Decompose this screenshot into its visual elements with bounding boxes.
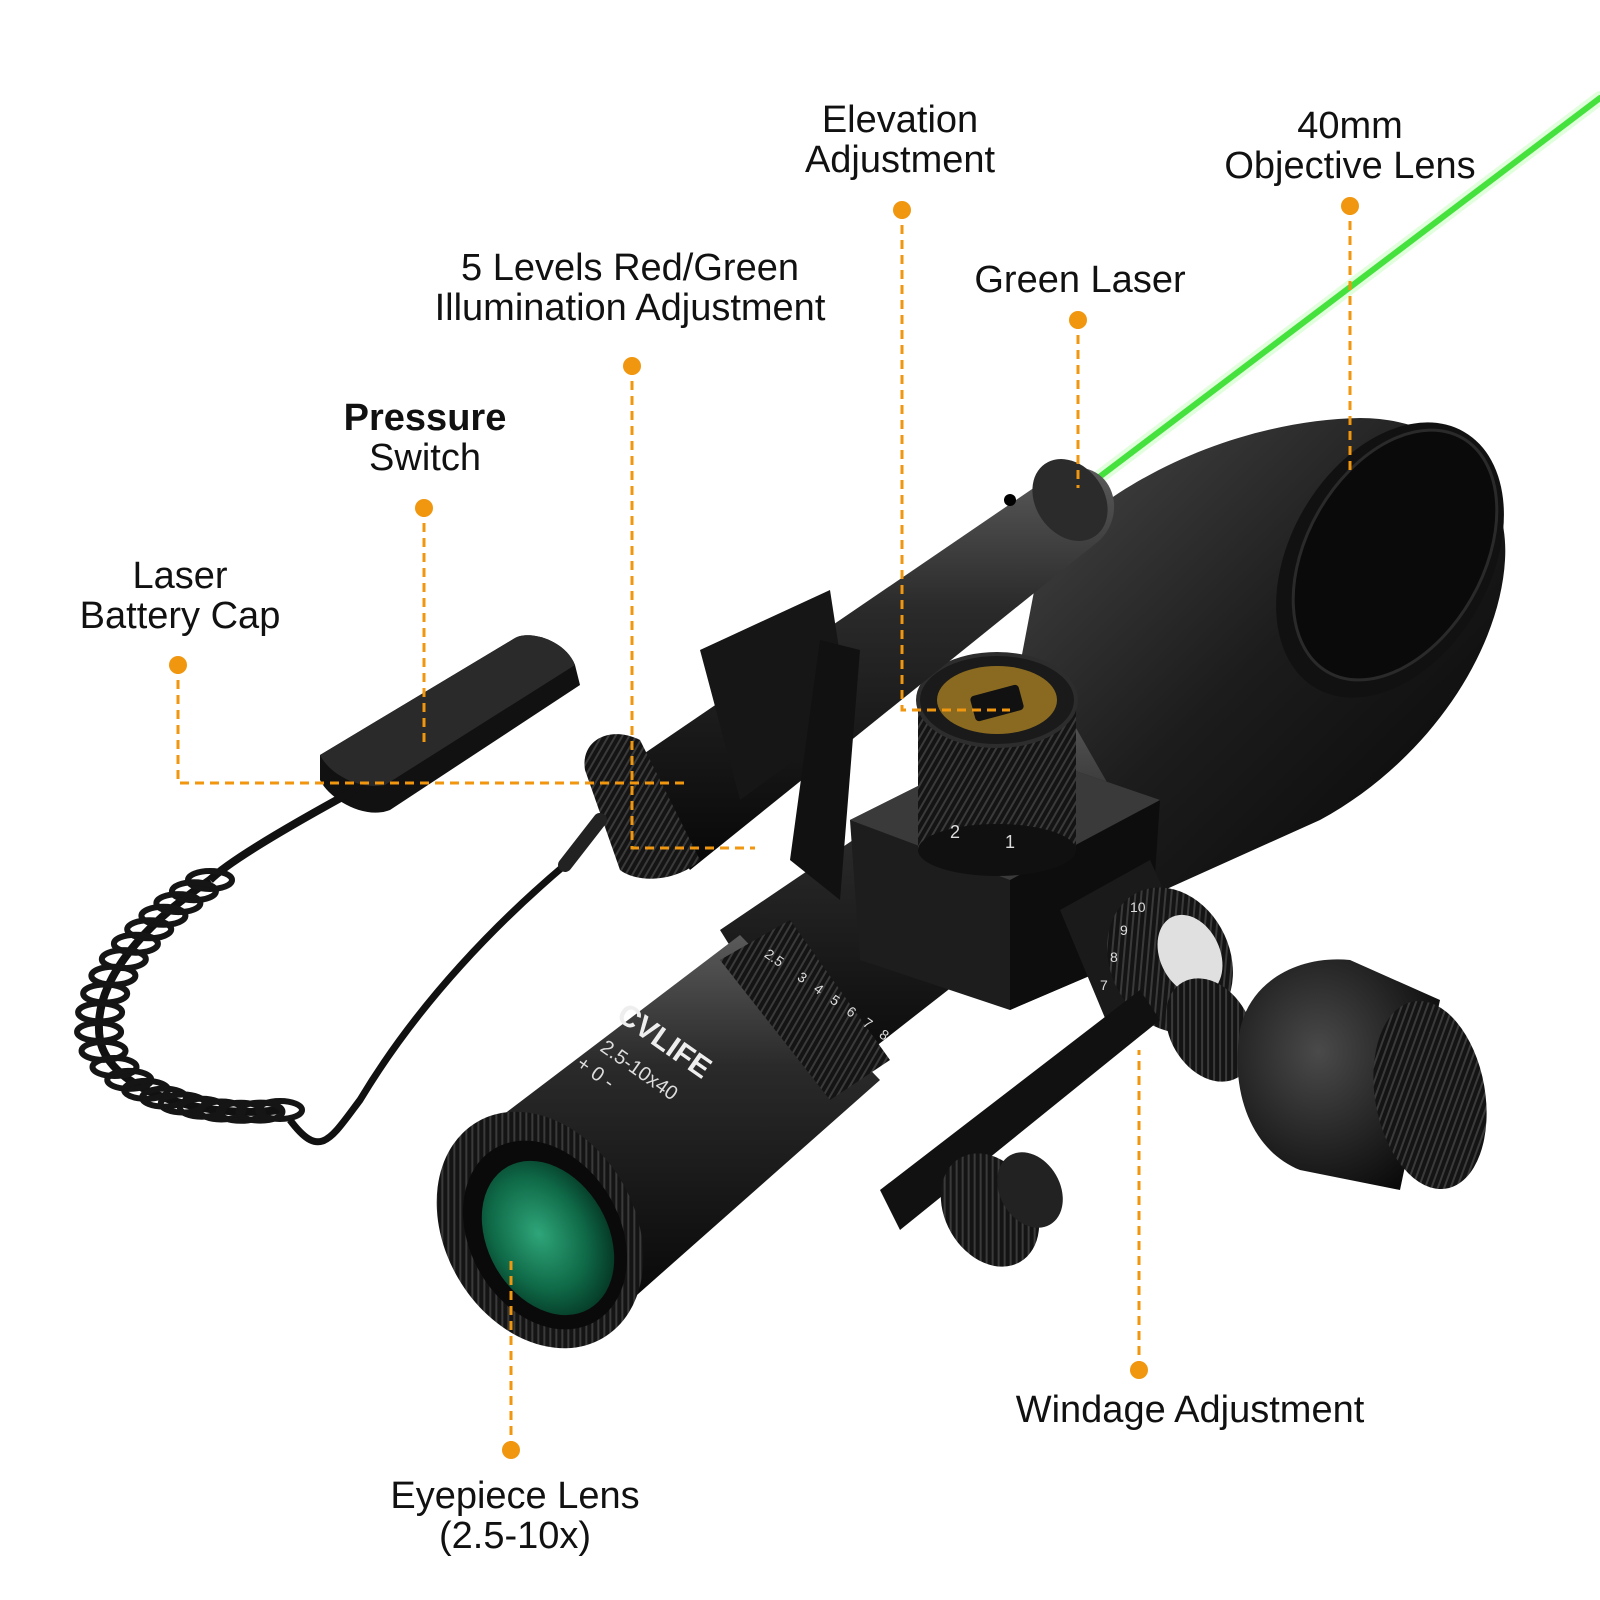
label-objective: 40mm Objective Lens [1200,106,1500,186]
label-green-laser: Green Laser [960,260,1200,300]
label-illumination: 5 Levels Red/Green Illumination Adjustme… [400,248,860,328]
dot-windage [1130,1361,1148,1379]
dot-pressure-switch [415,499,433,517]
label-eyepiece: Eyepiece Lens (2.5-10x) [370,1476,660,1556]
label-illumination-line2: Illumination Adjustment [434,287,826,329]
label-battery-cap-line2: Battery Cap [79,595,281,637]
dot-illumination [623,357,641,375]
lens-cap [1237,959,1487,1190]
dot-elevation [893,201,911,219]
label-green-laser-line1: Green Laser [974,259,1186,301]
cable-coil [215,1099,266,1124]
turret-tick: 1 [1005,832,1015,852]
dot-battery-cap [169,656,187,674]
label-elevation: Elevation Adjustment [780,100,1020,180]
coiled-cable [74,786,607,1146]
windage-tick: 10 [1130,899,1146,915]
label-windage-line1: Windage Adjustment [1015,1389,1365,1431]
label-pressure-switch-line2: Switch [369,437,481,479]
label-elevation-line2: Adjustment [804,139,996,181]
label-windage: Windage Adjustment [990,1390,1390,1430]
label-battery-cap-line1: Laser [132,555,228,597]
label-battery-cap: Laser Battery Cap [60,556,300,636]
label-elevation-line1: Elevation [821,99,979,141]
cable-coil [255,1098,305,1122]
label-pressure-switch: Pressure Switch [330,398,520,478]
windage-tick: 7 [1100,977,1108,993]
dot-green-laser [1069,311,1087,329]
cable-coil [168,879,219,904]
label-illumination-line1: 5 Levels Red/Green [461,247,799,289]
label-pressure-switch-line1: Pressure [343,397,507,439]
rail-mount [880,978,1255,1267]
label-eyepiece-line2: (2.5-10x) [438,1515,592,1557]
eyepiece: CVLIFE 2.5-10x40 + 0 - 2.5 3 4 5 6 7 8 [436,920,892,1349]
windage-tick: 8 [1110,949,1118,965]
label-objective-line1: 40mm [1297,105,1403,147]
leader-elevation [900,210,1010,712]
turret-tick: 2 [950,822,960,842]
dot-objective [1341,197,1359,215]
elevation-turret: 2 1 [916,652,1078,876]
dot-eyepiece [502,1441,520,1459]
label-eyepiece-line1: Eyepiece Lens [390,1475,640,1517]
windage-tick: 9 [1120,922,1128,938]
objective-bell [1000,418,1506,910]
laser-mount-ring [790,640,860,900]
pressure-switch-pad [320,635,580,813]
laser-unit [584,459,1115,879]
leader-lines [169,197,1359,1459]
leader-illumination [630,366,755,850]
label-objective-line2: Objective Lens [1224,145,1476,187]
